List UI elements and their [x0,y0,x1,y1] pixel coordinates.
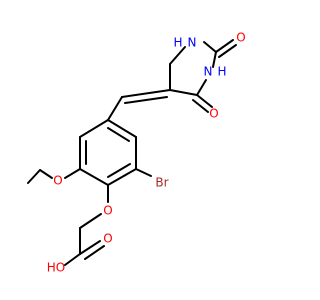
bond [212,51,217,68]
bond-lines [27,39,237,266]
bond [169,89,198,96]
bond [107,127,130,142]
bond [107,96,123,121]
bond [135,168,152,177]
bond [107,163,131,178]
bond [121,89,171,98]
bond [107,119,137,138]
bond [79,168,109,186]
bromine-label: Br [155,176,168,190]
molecule-structure: O H N N H O O Br O HO O [27,31,246,275]
nitrogen-label: H [173,36,182,50]
atom-labels: O H N N H O O Br O HO O [47,31,246,275]
bond [27,169,41,184]
hydroxyl-label: HO [47,261,65,275]
nitrogen-label: N [188,36,197,50]
nh-right-label: N H [204,65,227,79]
oxygen-label: O [236,31,245,45]
bond [192,99,209,113]
bond [169,46,186,65]
bond [64,168,81,179]
bond [107,168,137,186]
bond [39,169,53,179]
oxygen-label: O [103,232,112,246]
bond [79,240,101,255]
oxygen-label: O [53,174,62,188]
bond [196,79,207,96]
bond [64,253,81,266]
oxygen-label: O [209,107,218,121]
nitrogen-label: N [204,65,213,79]
bond [79,119,109,138]
bond [203,41,217,53]
bond [218,44,237,58]
bond [124,96,168,104]
nh-top-label: H N [173,36,196,50]
bond [84,245,105,260]
oxygen-label: O [103,204,112,218]
nitrogen-label: H [217,65,226,79]
bond [196,94,213,108]
bond [215,39,234,53]
bond [79,213,102,229]
